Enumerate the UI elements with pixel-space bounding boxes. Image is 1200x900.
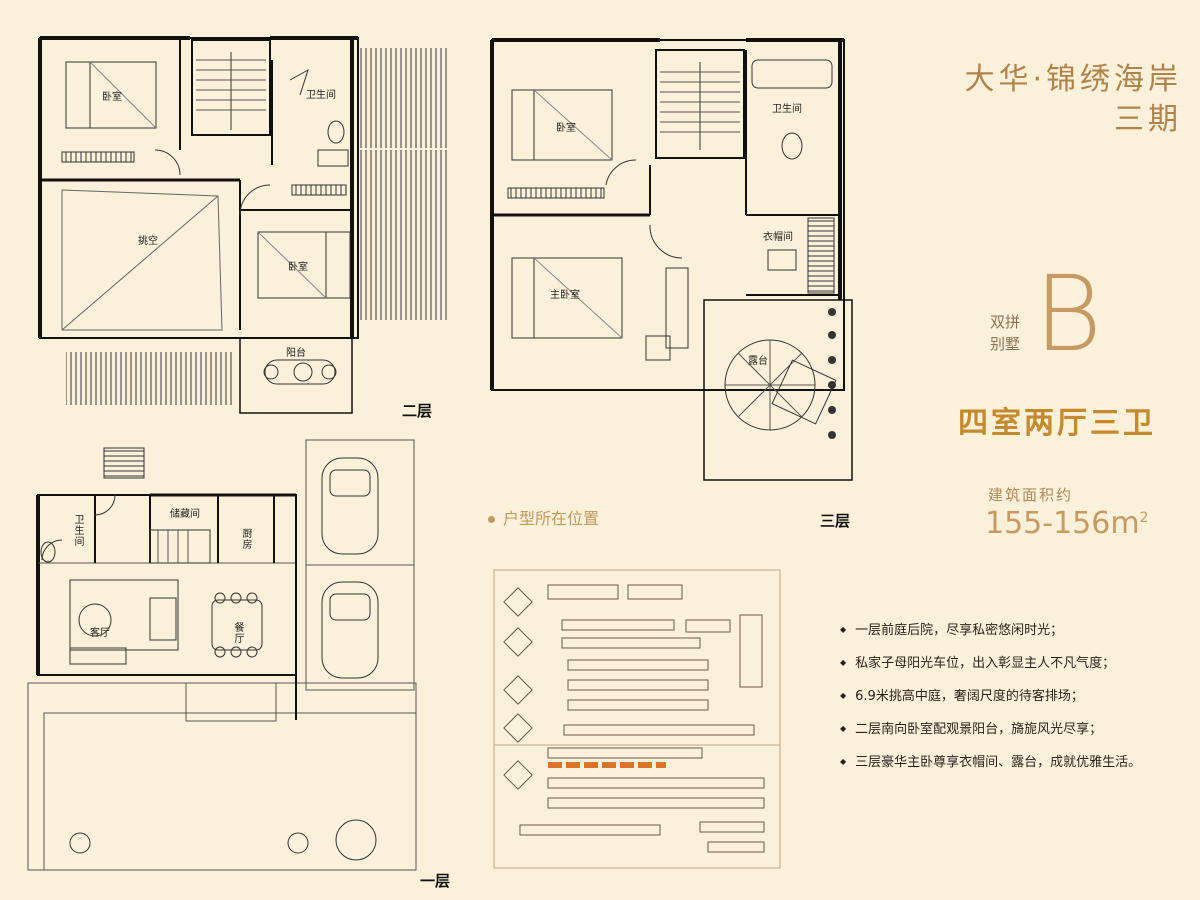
area-unit-sup: 2 xyxy=(1139,510,1149,526)
feature-list: 一层前庭后院，尽享私密悠闲时光； 私家子母阳光车位，出入彰显主人不凡气度； 6.… xyxy=(840,620,1141,785)
location-caption: 户型所在位置 xyxy=(488,505,599,529)
room-label: 卫生间 xyxy=(72,514,83,547)
layout-summary: 四室两厅三卫 xyxy=(958,406,1156,441)
feature-item: 6.9米挑高中庭，奢阔尺度的待客排场； xyxy=(840,686,1141,719)
deck-hatch xyxy=(360,150,448,320)
floor-2-plan xyxy=(38,36,448,414)
room-label: 露台 xyxy=(748,356,768,367)
house-type-sub: 双拼 别墅 xyxy=(985,311,1025,355)
location-label: 户型所在位置 xyxy=(503,509,600,528)
room-label: 卧室 xyxy=(288,262,308,273)
room-label: 储藏间 xyxy=(170,509,200,520)
room-label: 卧室 xyxy=(556,123,576,134)
site-location-plan xyxy=(493,569,781,869)
room-label: 卧室 xyxy=(102,92,122,103)
feature-item: 三层豪华主卧尊享衣帽间、露台，成就优雅生活。 xyxy=(840,752,1141,785)
house-type-letter: B xyxy=(1034,253,1103,375)
area-unit: m xyxy=(1110,506,1140,541)
deck-hatch xyxy=(360,48,448,148)
floor-1-plan xyxy=(27,439,417,871)
floor-label-1: 一层 xyxy=(420,872,451,890)
project-name: 大华·锦绣海岸 xyxy=(964,62,1182,97)
project-phase: 三期 xyxy=(1114,102,1182,137)
feature-item: 一层前庭后院，尽享私密悠闲时光； xyxy=(840,620,1141,653)
floor-label-3: 三层 xyxy=(820,512,851,530)
deck-hatch xyxy=(66,352,232,405)
area-label: 建筑面积约 xyxy=(988,486,1074,504)
room-label: 主卧室 xyxy=(550,290,580,301)
room-label: 厨房 xyxy=(240,528,251,550)
floor-3-plan xyxy=(490,38,853,481)
house-type-sub-line: 双拼 xyxy=(989,313,1020,331)
area-number: 155-156 xyxy=(985,506,1111,541)
room-label: 卫生间 xyxy=(306,90,336,101)
bullet-dot-icon xyxy=(488,516,495,523)
room-label: 阳台 xyxy=(286,348,306,359)
room-label: 客厅 xyxy=(90,628,110,639)
room-label: 餐厅 xyxy=(232,622,243,644)
area-value: 155-156m2 xyxy=(985,506,1149,541)
floor-label-2: 二层 xyxy=(402,402,433,420)
room-label: 挑空 xyxy=(138,236,158,247)
project-title: 大华·锦绣海岸 三期 xyxy=(922,60,1182,140)
room-label: 衣帽间 xyxy=(763,232,793,243)
feature-item: 私家子母阳光车位，出入彰显主人不凡气度； xyxy=(840,653,1141,686)
room-label: 卫生间 xyxy=(772,104,802,115)
feature-item: 二层南向卧室配观景阳台，旖旎风光尽享； xyxy=(840,719,1141,752)
house-type-sub-line: 别墅 xyxy=(989,335,1020,353)
